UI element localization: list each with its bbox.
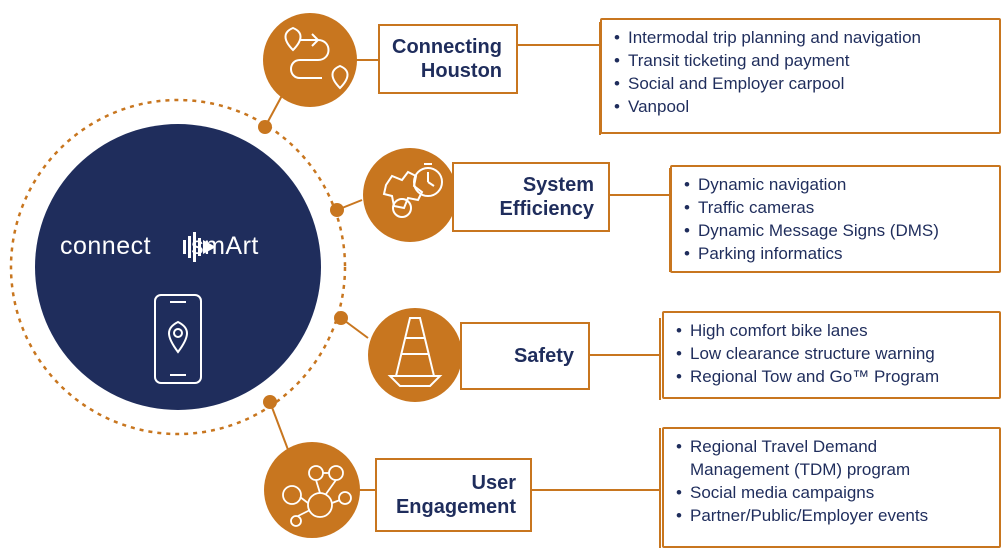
list-item: High comfort bike lanes: [676, 319, 989, 342]
list-user-engagement: Regional Travel Demand Management (TDM) …: [662, 427, 1001, 548]
label-safety-line1: Safety: [513, 345, 574, 367]
label-efficiency-line1: System: [522, 174, 594, 196]
list-item: Low clearance structure warning: [676, 342, 989, 365]
ring-dot-4: [263, 395, 277, 409]
ring-dot-1: [258, 120, 272, 134]
list-item: Dynamic navigation: [684, 173, 989, 196]
list-connecting-houston: Intermodal trip planning and navigation …: [600, 18, 1001, 134]
label-engagement-line2: Engagement: [395, 496, 516, 518]
list-item: Vanpool: [614, 95, 989, 118]
label-connecting-line1: Connecting: [392, 36, 502, 58]
ring-node-dots: [258, 120, 348, 409]
icon-circle-safety: [368, 308, 462, 402]
list-safety: High comfort bike lanes Low clearance st…: [662, 311, 1001, 399]
label-efficiency-line2: Efficiency: [499, 198, 594, 220]
hub-circle: [35, 124, 321, 410]
list-item: Social media campaigns: [676, 481, 989, 504]
traffic-cone-icon: [387, 317, 443, 387]
list-item: Transit ticketing and payment: [614, 49, 989, 72]
logo-text-right: smArt: [191, 232, 259, 260]
list-item: Regional Tow and Go™ Program: [676, 365, 989, 388]
list-item: Regional Travel Demand: [676, 435, 989, 458]
connectsmart-logo: connect smArt: [60, 232, 300, 261]
logo-text-left: connect: [60, 232, 152, 260]
list-item: Social and Employer carpool: [614, 72, 989, 95]
list-item: Parking informatics: [684, 242, 989, 265]
ring-dot-2: [330, 203, 344, 217]
list-item-continuation: Management (TDM) program: [690, 460, 911, 479]
list-system-efficiency: Dynamic navigation Traffic cameras Dynam…: [670, 165, 1001, 273]
gear-clock-icon: [382, 163, 443, 218]
label-connecting-line2: Houston: [420, 60, 502, 82]
list-item: Partner/Public/Employer events: [676, 504, 989, 527]
route-pins-icon: [284, 26, 349, 90]
icon-circle-engagement: [264, 442, 360, 538]
label-safety: Safety: [460, 322, 590, 390]
ring-dot-3: [334, 311, 348, 325]
outer-dashed-ring: [9, 98, 347, 436]
people-network-icon: [282, 465, 352, 527]
icon-circle-connecting: [263, 13, 357, 107]
list-item: Traffic cameras: [684, 196, 989, 219]
list-item: Dynamic Message Signs (DMS): [684, 219, 989, 242]
smartphone-location-icon: [154, 294, 202, 384]
icon-circle-efficiency: [363, 148, 457, 242]
logo-soundwave-icon: [183, 232, 216, 262]
label-engagement-line1: User: [471, 472, 516, 494]
list-item: Intermodal trip planning and navigation: [614, 26, 989, 49]
